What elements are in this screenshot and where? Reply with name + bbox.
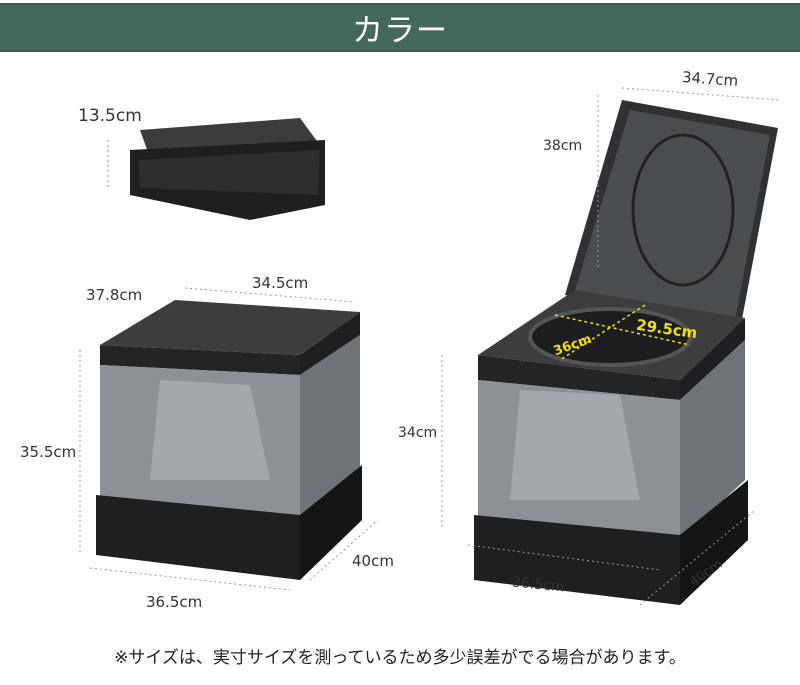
height-left-label: 35.5cm xyxy=(20,443,77,461)
lid-width-label: 34.7cm xyxy=(681,68,739,90)
depth-left-label: 37.8cm xyxy=(86,286,143,304)
header-banner: カラー xyxy=(0,3,800,52)
width-bottom-left-label: 36.5cm xyxy=(146,593,203,611)
header-title: カラー xyxy=(352,13,448,49)
assembled-toilet-open-image xyxy=(474,100,778,605)
side-left-label: 40cm xyxy=(352,552,394,570)
width-top-left-label: 34.5cm xyxy=(252,274,309,292)
size-disclaimer: ※サイズは、実寸サイズを測っているため多少誤差がでる場合があります。 xyxy=(114,648,686,668)
folded-height-label: 13.5cm xyxy=(78,106,142,126)
height-right-label: 34cm xyxy=(398,425,438,441)
lid-height-label: 38cm xyxy=(543,138,583,154)
assembled-toilet-closed-image xyxy=(96,300,362,580)
folded-toilet-image xyxy=(130,118,325,220)
